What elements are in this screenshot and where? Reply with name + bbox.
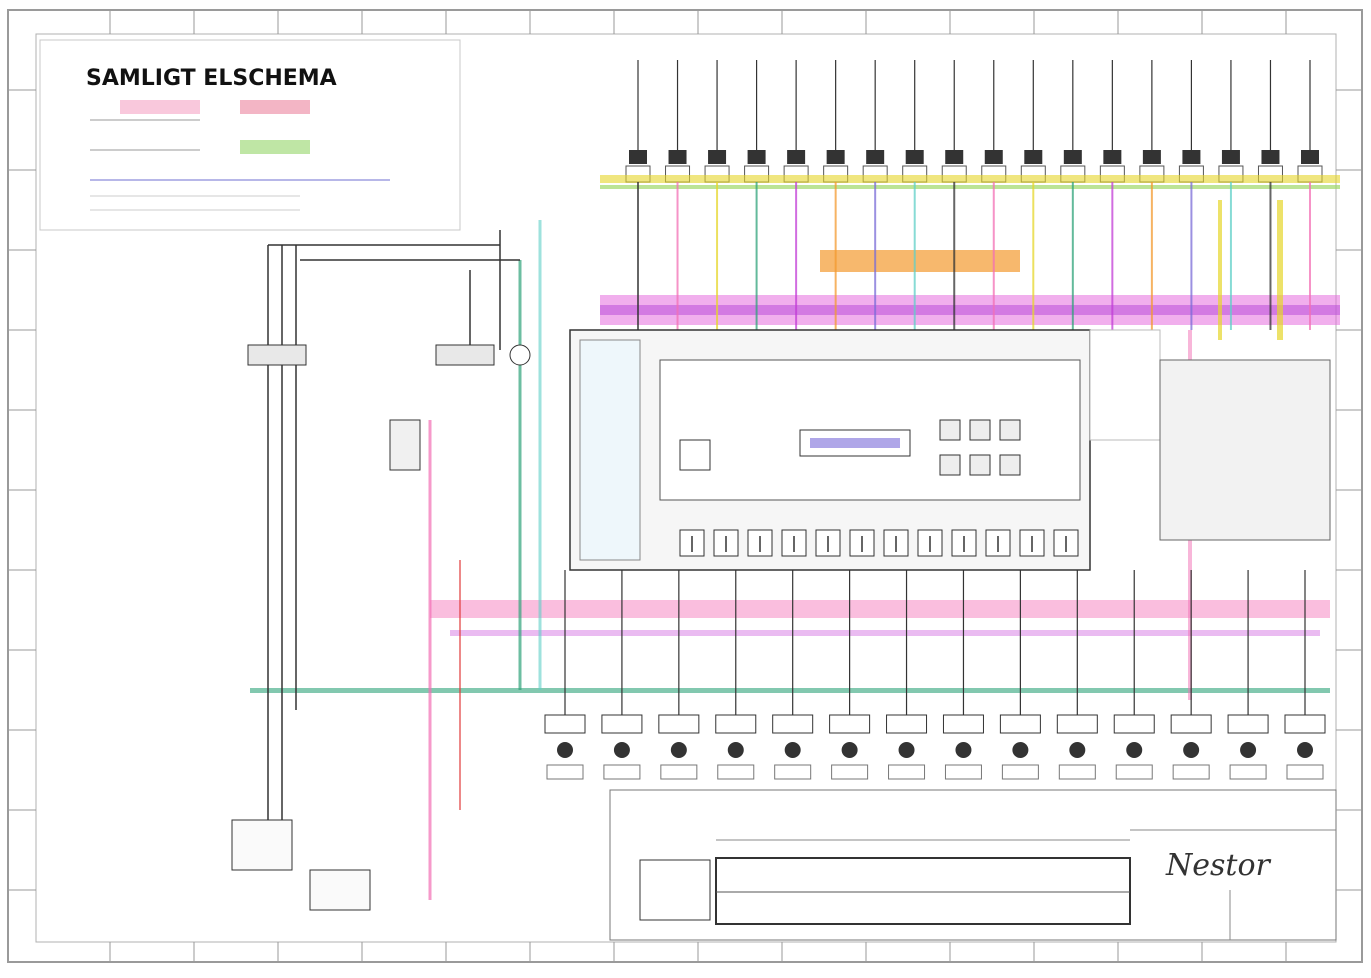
top-connector (905, 150, 924, 164)
top-connector-row (625, 60, 1323, 183)
top-connector (1261, 150, 1280, 164)
bottom-lamp (727, 742, 744, 758)
top-connector (1142, 150, 1161, 164)
diagram-title: SAMLIGT ELSCHEMA (86, 66, 337, 91)
cu-terminal (985, 529, 1011, 557)
frame-ticks (8, 10, 1362, 962)
bottom-lamp (670, 742, 687, 758)
top-connector (1301, 150, 1319, 164)
top-connector (747, 150, 766, 164)
bottom-terminal (601, 714, 643, 734)
top-connector (668, 150, 687, 164)
bottom-label-box (660, 764, 698, 780)
bottom-terminal (772, 714, 814, 734)
control-unit (569, 329, 1331, 571)
bottom-terminal (1056, 714, 1098, 734)
bottom-terminal (942, 714, 984, 734)
bottom-label-box (717, 764, 755, 780)
bottom-label-box (831, 764, 869, 780)
bottom-lamp (1126, 742, 1143, 758)
bottom-lamp (1240, 742, 1257, 758)
bottom-lamp (1183, 742, 1200, 758)
left-return-lines (267, 230, 520, 820)
bottom-lamp (841, 742, 858, 758)
bottom-label-box (1058, 764, 1096, 780)
bottom-label-box (888, 764, 926, 780)
bottom-terminal (544, 714, 586, 734)
bottom-label-box (1001, 764, 1039, 780)
bottom-label-box (603, 764, 641, 780)
bottom-label-box (546, 764, 584, 780)
top-connector (945, 150, 964, 164)
bottom-terminal (715, 714, 757, 734)
bottom-lamp (1069, 742, 1086, 758)
bottom-label-box (944, 764, 982, 780)
legend-block (39, 39, 461, 231)
bottom-terminal (1227, 714, 1269, 734)
top-connector (984, 150, 1003, 164)
vertical-feeds (637, 182, 1311, 330)
title-block (609, 789, 1337, 941)
bottom-terminal (658, 714, 700, 734)
bottom-lamp (1012, 742, 1029, 758)
bottom-lamp (784, 742, 801, 758)
wire-bundles (250, 175, 1340, 900)
bottom-terminal (886, 714, 928, 734)
top-connector (629, 150, 647, 164)
bottom-lamp (557, 742, 573, 758)
bottom-lamp (955, 742, 972, 758)
left-connectors (231, 344, 531, 911)
top-connector (1103, 150, 1122, 164)
bottom-connector-row (544, 714, 1326, 780)
bottom-label-box (1172, 764, 1210, 780)
drop-lines (564, 570, 1306, 715)
bottom-terminal (999, 714, 1041, 734)
top-connector (866, 150, 885, 164)
bottom-terminal (829, 714, 871, 734)
top-connector (787, 150, 806, 164)
control-unit-terminals (679, 529, 1079, 557)
bottom-label-box (1286, 764, 1324, 780)
frame-outer (7, 9, 1363, 963)
top-connector (1063, 150, 1082, 164)
bottom-lamp (1297, 742, 1313, 758)
bottom-label-box (1115, 764, 1153, 780)
bottom-lamp (898, 742, 915, 758)
bottom-label-box (774, 764, 812, 780)
top-connector (708, 150, 727, 164)
top-connector (1221, 150, 1240, 164)
bottom-label-box (1229, 764, 1267, 780)
top-connector (1182, 150, 1201, 164)
frame-inner (35, 33, 1337, 943)
bottom-terminal (1170, 714, 1212, 734)
bottom-terminal (1284, 714, 1326, 734)
company-logo: Nestor (1166, 848, 1270, 883)
top-connector (826, 150, 845, 164)
top-connector (1024, 150, 1043, 164)
bottom-terminal (1113, 714, 1155, 734)
bottom-lamp (613, 742, 630, 758)
